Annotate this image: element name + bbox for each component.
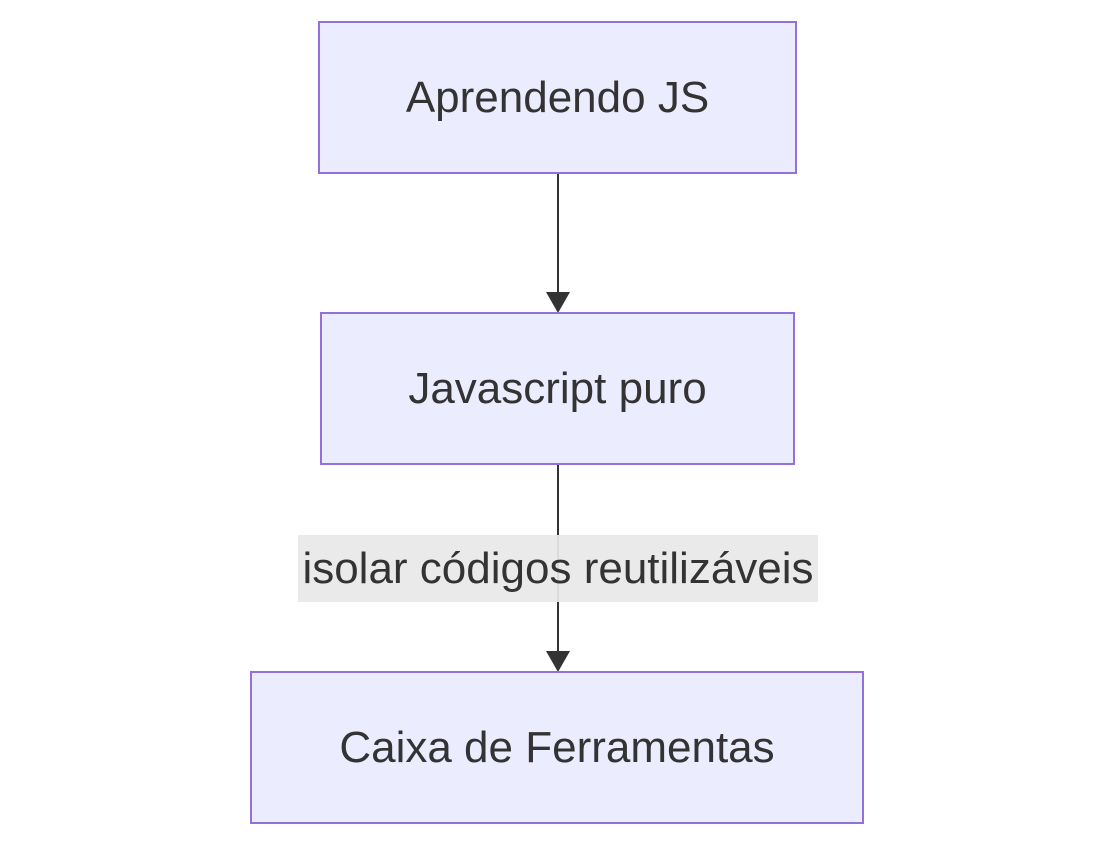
arrowhead-icon — [546, 651, 570, 672]
edge-label: isolar códigos reutilizáveis — [298, 535, 818, 602]
node-label: Caixa de Ferramentas — [339, 722, 775, 772]
edge-aprendendo-to-javascript — [546, 174, 570, 313]
node-label: Aprendendo JS — [405, 72, 710, 122]
node-aprendendo-js: Aprendendo JS — [318, 21, 797, 174]
node-label: Javascript puro — [408, 363, 707, 413]
arrowhead-icon — [546, 292, 570, 313]
node-caixa-de-ferramentas: Caixa de Ferramentas — [250, 671, 864, 824]
node-javascript-puro: Javascript puro — [320, 312, 795, 465]
edge-label-text: isolar códigos reutilizáveis — [302, 543, 814, 593]
